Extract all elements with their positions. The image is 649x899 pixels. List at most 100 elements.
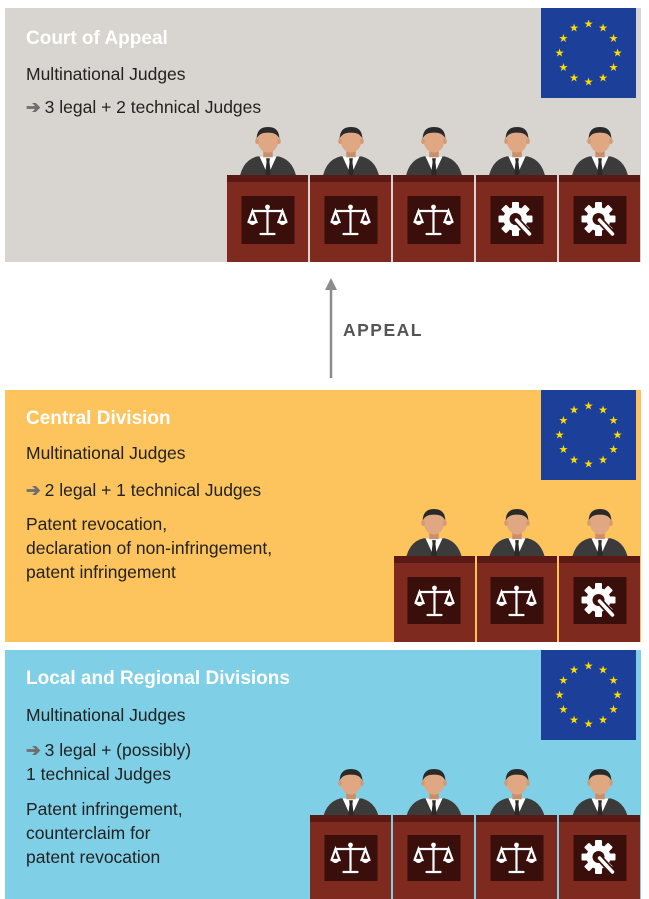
- local-regional-composition-line-2: 1 technical Judges: [26, 764, 171, 784]
- local-regional-judges-line: Multinational Judges: [26, 705, 186, 725]
- svg-text:★: ★: [569, 663, 579, 676]
- central-division-composition: 2 legal + 1 technical Judges: [44, 480, 262, 500]
- judge-desk: [476, 556, 558, 642]
- svg-text:★: ★: [598, 714, 608, 727]
- svg-text:★: ★: [584, 660, 594, 673]
- judge-seat: [393, 768, 474, 899]
- svg-text:★: ★: [613, 429, 623, 442]
- judge-desk: [476, 175, 557, 262]
- svg-text:★: ★: [584, 718, 594, 731]
- judge-desk: [559, 815, 640, 899]
- appeal-label: APPEAL: [343, 320, 423, 340]
- judge-desk: [393, 815, 474, 899]
- svg-text:★: ★: [584, 18, 594, 31]
- arrow-right-icon: ➔: [26, 740, 41, 760]
- judge-desk: [559, 556, 640, 642]
- eu-flag-icon: ★★★★★★★★★★★★: [541, 8, 636, 98]
- svg-text:★: ★: [598, 663, 608, 676]
- scales-icon: [324, 196, 377, 244]
- judge-seat: [227, 126, 308, 262]
- scales-icon: [490, 577, 544, 624]
- svg-text:★: ★: [584, 458, 594, 471]
- court-of-appeal-composition-line: ➔3 legal + 2 technical Judges: [26, 95, 261, 119]
- scales-icon: [490, 835, 543, 881]
- svg-text:★: ★: [558, 32, 568, 45]
- svg-text:★: ★: [609, 414, 619, 427]
- local-regional-competence-1: Patent infringement,: [26, 799, 183, 819]
- court-of-appeal-judges-line: Multinational Judges: [26, 64, 186, 84]
- svg-text:★: ★: [598, 72, 608, 85]
- arrow-right-icon: ➔: [26, 480, 41, 500]
- gear-wrench-icon: [573, 196, 626, 244]
- svg-text:★: ★: [613, 47, 623, 60]
- svg-text:★: ★: [558, 443, 568, 456]
- judge-desk: [310, 175, 391, 262]
- court-of-appeal-title: Court of Appeal: [26, 28, 168, 49]
- local-regional-panel: Local and Regional Divisions Multination…: [5, 650, 641, 899]
- appeal-arrow-icon: [325, 278, 337, 378]
- svg-text:★: ★: [569, 403, 579, 416]
- central-division-composition-line: ➔2 legal + 1 technical Judges: [26, 478, 261, 502]
- svg-text:★: ★: [569, 21, 579, 34]
- judge-seat: [310, 126, 391, 262]
- svg-text:★: ★: [558, 703, 568, 716]
- court-of-appeal-judges: [227, 126, 640, 262]
- local-regional-competence-2: counterclaim for: [26, 823, 151, 843]
- gear-wrench-icon: [490, 196, 543, 244]
- arrow-right-icon: ➔: [26, 97, 41, 117]
- svg-text:★: ★: [558, 61, 568, 74]
- svg-text:★: ★: [609, 703, 619, 716]
- svg-text:★: ★: [613, 689, 623, 702]
- svg-text:★: ★: [569, 454, 579, 467]
- judge-desk: [476, 815, 557, 899]
- judge-seat: [476, 126, 557, 262]
- svg-text:★: ★: [555, 47, 565, 60]
- svg-text:★: ★: [609, 61, 619, 74]
- svg-text:★: ★: [609, 443, 619, 456]
- local-regional-competence-3: patent revocation: [26, 847, 161, 867]
- eu-flag-icon: ★★★★★★★★★★★★: [541, 390, 636, 480]
- central-division-competence-3: patent infringement: [26, 562, 176, 582]
- local-regional-composition: 3 legal + (possibly): [44, 740, 192, 760]
- judge-seat: [559, 508, 640, 642]
- central-division-title: Central Division: [26, 408, 171, 429]
- local-regional-title: Local and Regional Divisions: [26, 668, 290, 689]
- local-regional-judges: [310, 768, 640, 899]
- judge-seat: [394, 508, 475, 642]
- central-division-judges: [394, 508, 640, 642]
- judge-seat: [559, 768, 640, 899]
- judge-seat: [393, 126, 474, 262]
- court-of-appeal-composition: 3 legal + 2 technical Judges: [44, 97, 262, 117]
- svg-text:★: ★: [598, 21, 608, 34]
- scales-icon: [407, 577, 461, 624]
- svg-text:★: ★: [569, 714, 579, 727]
- central-division-competence-2: declaration of non-infringement,: [26, 538, 273, 558]
- svg-text:★: ★: [609, 32, 619, 45]
- judge-desk: [227, 175, 308, 262]
- scales-icon: [324, 835, 377, 881]
- judge-desk: [394, 556, 475, 642]
- judge-desk: [310, 815, 391, 899]
- central-division-competence-1: Patent revocation,: [26, 514, 168, 534]
- svg-text:★: ★: [584, 400, 594, 413]
- svg-text:★: ★: [555, 689, 565, 702]
- svg-text:★: ★: [558, 414, 568, 427]
- central-division-panel: Central Division Multinational Judges ➔2…: [5, 390, 641, 642]
- eu-flag-icon: ★★★★★★★★★★★★: [541, 650, 636, 740]
- svg-text:★: ★: [569, 72, 579, 85]
- judge-seat: [310, 768, 391, 899]
- judge-seat: [559, 126, 640, 262]
- judge-seat: [476, 508, 558, 642]
- gear-wrench-icon: [573, 577, 627, 624]
- scales-icon: [241, 196, 294, 244]
- svg-text:★: ★: [609, 674, 619, 687]
- court-of-appeal-panel: Court of Appeal Multinational Judges ➔3 …: [5, 8, 641, 262]
- svg-text:★: ★: [584, 76, 594, 89]
- gear-wrench-icon: [573, 835, 626, 881]
- local-regional-composition-line: ➔3 legal + (possibly): [26, 738, 191, 762]
- svg-text:★: ★: [558, 674, 568, 687]
- svg-text:★: ★: [555, 429, 565, 442]
- svg-text:★: ★: [598, 403, 608, 416]
- central-division-judges-line: Multinational Judges: [26, 443, 186, 463]
- scales-icon: [407, 835, 460, 881]
